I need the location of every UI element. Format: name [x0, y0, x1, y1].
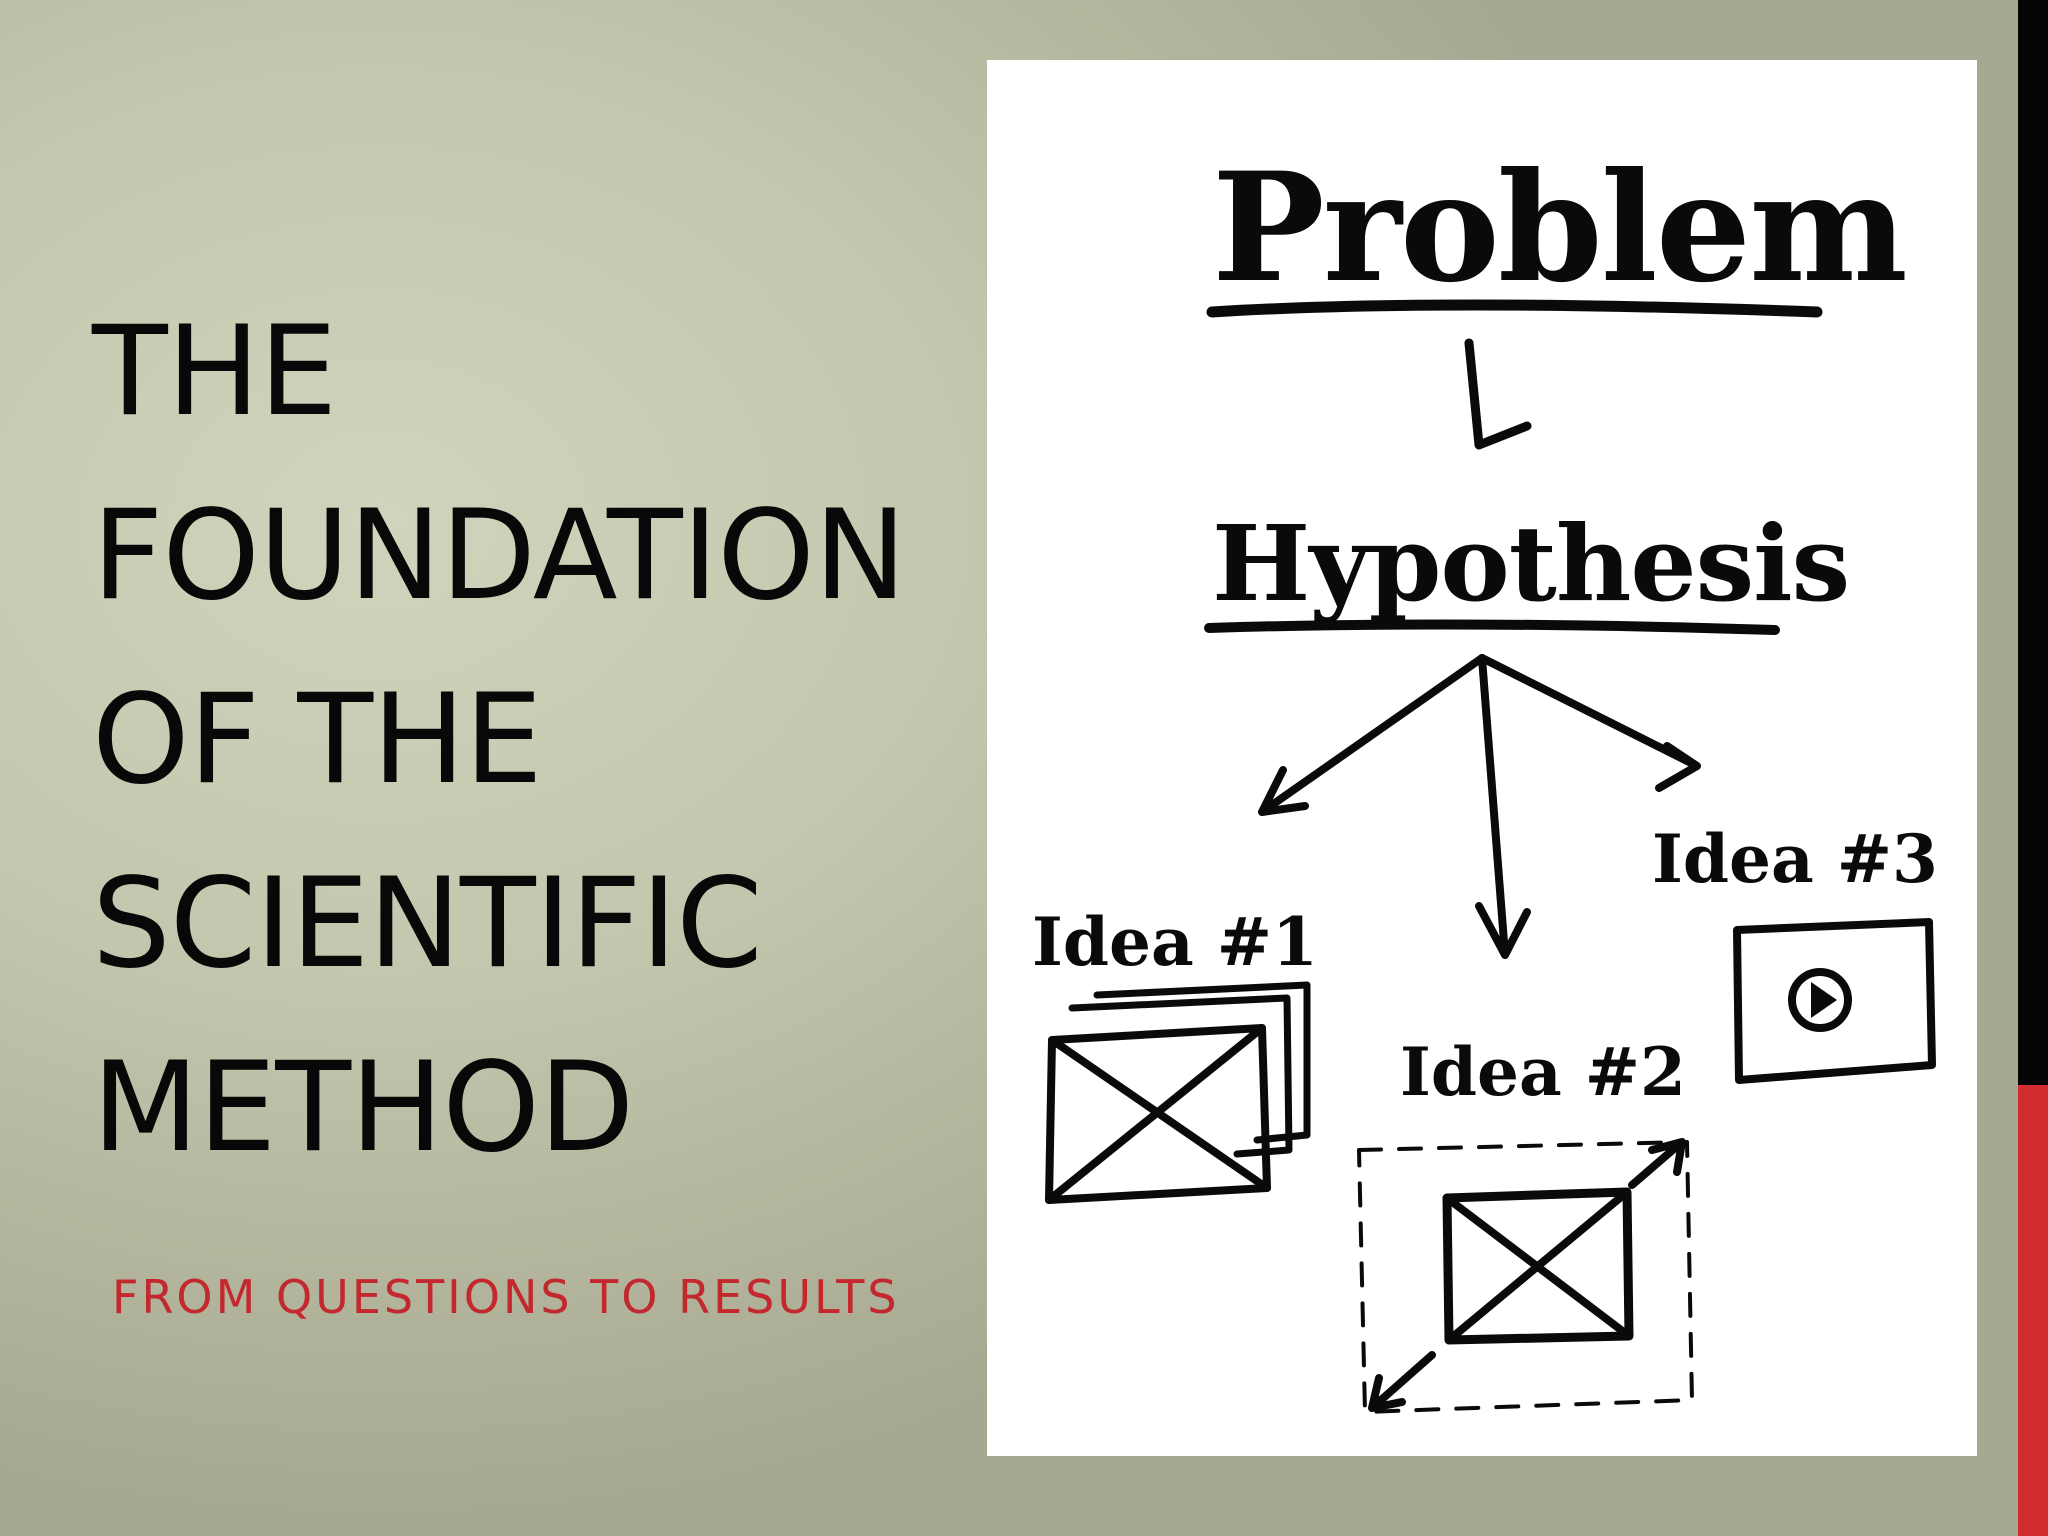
accent-bar-black	[2018, 0, 2048, 1085]
image-stack-icon	[1045, 981, 1311, 1204]
title-line-2: FOUNDATION	[92, 484, 907, 628]
sketch-hypothesis-label: Hypothesis	[1212, 502, 1849, 625]
title-line-4: SCIENTIFIC	[92, 852, 763, 996]
title-line-3: OF THE	[92, 668, 543, 812]
scientific-method-sketch: Problem Hypothesis Idea #1 Idea #2	[987, 60, 1977, 1456]
sketch-drawing: Problem Hypothesis Idea #1 Idea #2	[1032, 140, 1938, 1414]
slide-title: THE FOUNDATION OF THE SCIENTIFIC METHOD	[92, 280, 972, 1200]
accent-bar-red	[2018, 1085, 2048, 1536]
problem-to-hypothesis-arrow	[1464, 338, 1532, 450]
arrow-to-idea3	[1478, 654, 1701, 792]
branch-arrows	[1258, 654, 1701, 959]
slide-subtitle: FROM QUESTIONS TO RESULTS	[112, 1270, 900, 1324]
sketch-idea1-label: Idea #1	[1032, 903, 1318, 981]
title-line-1: THE	[92, 300, 337, 444]
sketch-idea3-label: Idea #3	[1652, 820, 1938, 898]
arrow-to-idea1	[1258, 654, 1486, 816]
arrow-to-idea2	[1475, 654, 1531, 959]
hypothesis-underline	[1204, 619, 1780, 635]
video-player-icon	[1733, 918, 1936, 1084]
title-line-5: METHOD	[92, 1036, 634, 1180]
problem-underline	[1206, 299, 1823, 318]
sketch-problem-label: Problem	[1212, 140, 1906, 316]
expand-image-icon	[1357, 1138, 1694, 1414]
sketch-idea2-label: Idea #2	[1400, 1033, 1686, 1111]
